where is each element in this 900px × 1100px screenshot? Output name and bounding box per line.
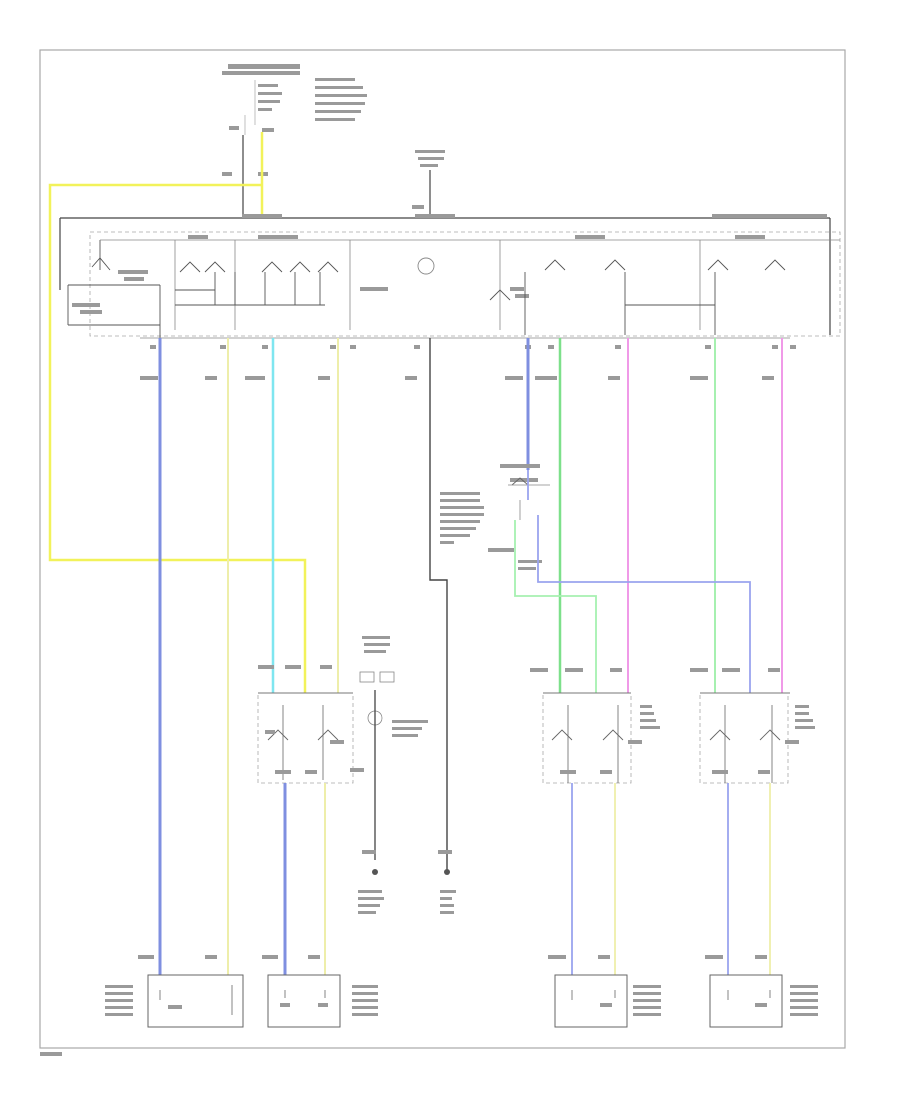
motor-wire-labels — [138, 955, 767, 959]
passenger-switch — [257, 665, 354, 784]
driver-master-switch — [89, 231, 841, 337]
wire-yellow-loop — [48, 183, 307, 693]
ground-feed-top — [412, 150, 445, 218]
footer-code — [40, 1052, 62, 1056]
right-rear-window-motor — [709, 974, 818, 1028]
ground-point-passenger — [372, 869, 378, 875]
window-lockout-junction — [440, 464, 550, 570]
fuse-block-top — [222, 64, 367, 176]
passenger-power-feed — [359, 636, 395, 860]
wire-black-ground — [429, 338, 448, 870]
passenger-window-motor — [267, 974, 378, 1028]
switch-internal-wiring — [67, 272, 716, 340]
switch-contacts — [91, 257, 786, 301]
pin-labels — [140, 345, 796, 380]
left-rear-switch — [530, 668, 660, 784]
driver-window-motor — [105, 974, 244, 1028]
diagram-frame — [39, 49, 846, 1049]
left-rear-window-motor — [554, 974, 661, 1028]
ground-point-main — [444, 869, 450, 875]
wire-green-branch — [514, 520, 597, 693]
right-rear-switch — [690, 668, 815, 784]
wire-blue-branch — [537, 515, 751, 693]
illumination-lamp-icon — [417, 257, 435, 275]
